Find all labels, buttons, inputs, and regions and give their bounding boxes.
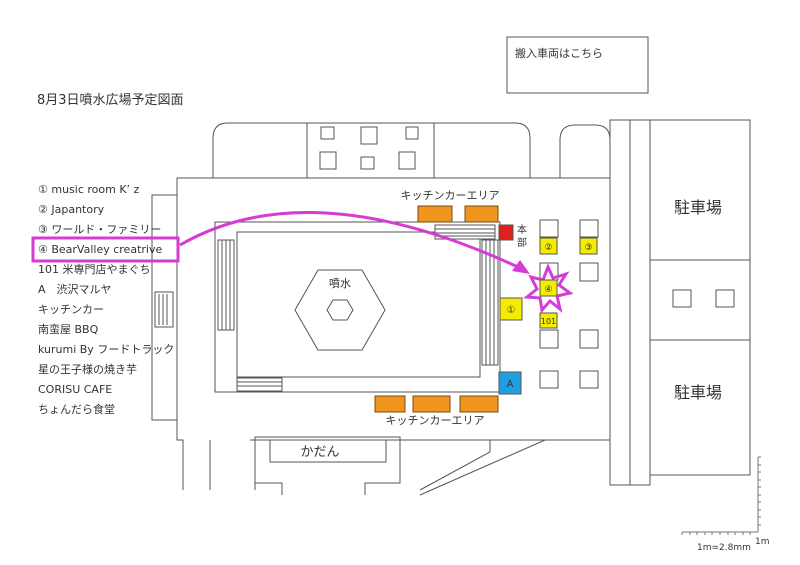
scale-label: 1m=2.8mm <box>697 543 751 553</box>
map-title: 8月3日噴水広場予定図面 <box>37 93 184 108</box>
parking-middle <box>649 259 751 341</box>
legend-item: ② Japantory <box>38 203 105 216</box>
kitchen-area-top-label: キッチンカーエリア <box>401 189 500 202</box>
legend-item: 南蛮屋 BBQ <box>38 322 99 336</box>
legend-item: A 渋沢マルヤ <box>38 282 112 296</box>
legend-item: ① music room K’ z <box>38 183 140 196</box>
legend: ① music room K’ z ② Japantory ③ ワールド・ファミ… <box>38 183 174 416</box>
parking-bottom <box>649 339 751 476</box>
kitchen-car-slot <box>459 395 499 413</box>
booth-4 <box>539 279 558 297</box>
delivery-note: 搬入車両はこちら <box>515 46 603 60</box>
legend-item: CORISU CAFE <box>38 383 112 396</box>
booth-4-label: ④ <box>544 285 552 295</box>
booth-101-label: 101 <box>541 317 556 326</box>
booth-a-label: A <box>507 379 514 390</box>
flowerbed: かだん <box>254 436 491 495</box>
booth-3-label: ③ <box>584 243 592 253</box>
legend-item-highlighted: ④ BearValley creatrive <box>38 243 162 256</box>
flowerbed-label: かだん <box>300 445 339 460</box>
delivery-note-box: 搬入車両はこちら <box>506 36 649 94</box>
booth-2-label: ② <box>544 243 552 253</box>
legend-item: 101 米専門店やまぐち <box>38 262 151 276</box>
highlight-star <box>523 263 574 314</box>
kitchen-car-slot <box>464 205 499 223</box>
highlight-arrow <box>179 211 521 270</box>
legend-item: 星の王子様の焼き芋 <box>38 362 137 376</box>
kitchen-area-bottom-label: キッチンカーエリア <box>386 414 485 427</box>
legend-item: kurumi By フードトラック <box>38 343 174 356</box>
arrow-head-icon <box>512 260 530 274</box>
hq-label-1: 本 <box>517 223 527 236</box>
parking-bottom-label: 駐車場 <box>674 383 722 402</box>
hq-marker <box>498 224 514 241</box>
plaza <box>151 119 651 496</box>
booth-2 <box>539 237 558 255</box>
kitchen-car-slot <box>417 205 453 223</box>
booth-3 <box>579 237 598 255</box>
kitchen-car-slot <box>374 395 406 413</box>
scale-unit: 1m <box>755 537 770 547</box>
parking-top-label: 駐車場 <box>674 198 722 217</box>
kitchen-car-slot <box>412 395 451 413</box>
booth-1 <box>499 297 523 321</box>
hq-label-2: 部 <box>517 236 527 249</box>
legend-item: ちょんだら食堂 <box>38 402 115 416</box>
parking-top <box>649 119 751 261</box>
booth-grid <box>539 219 599 389</box>
booth-101 <box>539 312 558 329</box>
legend-item: キッチンカー <box>38 303 104 316</box>
booth-a <box>498 371 522 395</box>
fountain-label: 噴水 <box>329 277 351 290</box>
legend-item: ③ ワールド・ファミリー <box>38 223 161 236</box>
scale-bar <box>681 456 761 535</box>
legend-highlight-box <box>31 236 180 263</box>
booth-1-label: ① <box>507 305 516 316</box>
fountain-area: 噴水 <box>214 221 501 393</box>
top-building <box>212 122 611 179</box>
